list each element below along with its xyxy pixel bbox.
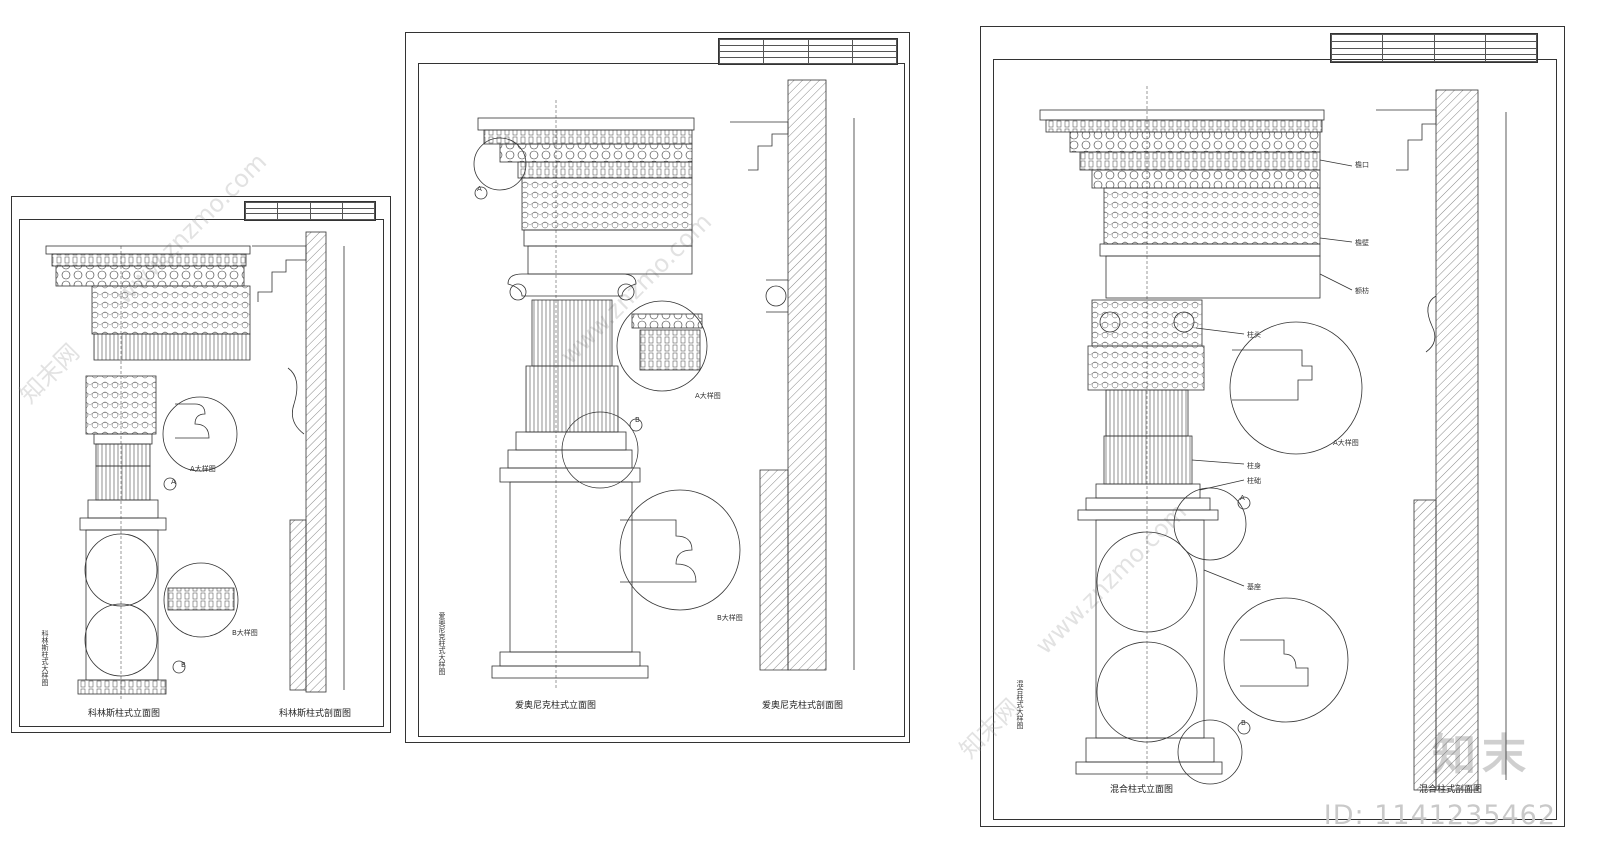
callout-frieze: 檐壁 [1355, 239, 1369, 247]
composite-section [1376, 89, 1507, 791]
corinthian-section [252, 231, 345, 693]
watermark-id: ID: 1141235462 [1323, 800, 1556, 831]
callout-base: 柱础 [1247, 477, 1261, 485]
sheet-frame [418, 63, 905, 737]
corinthian-details [162, 396, 239, 674]
ionic-elevation [477, 100, 695, 690]
marker-a: A [477, 185, 482, 193]
elevation-caption: 科林斯柱式立面图 [88, 709, 161, 719]
marker-b: B [635, 416, 640, 424]
composite-elevation [1039, 86, 1325, 780]
detail-label-a: A大样图 [1333, 439, 1359, 447]
callout-pedestal: 基座 [1247, 583, 1261, 591]
callout-capital: 柱头 [1247, 331, 1261, 339]
detail-label-a: A大样图 [695, 392, 721, 400]
title-block [244, 201, 376, 221]
composite-details [1173, 321, 1363, 785]
ionic-details [473, 137, 741, 611]
section-caption: 爱奥尼克柱式剖面图 [762, 701, 844, 711]
callout-cornice: 檐口 [1355, 161, 1369, 169]
elevation-caption: 混合柱式立面图 [1110, 785, 1174, 795]
sheet-frame [19, 219, 384, 727]
title-block [718, 38, 898, 65]
callout-shaft: 柱身 [1247, 462, 1261, 470]
marker-b: B [181, 661, 186, 669]
marker-a: A [1240, 494, 1245, 502]
detail-label-b: B大样图 [232, 629, 258, 637]
callout-architrave: 额枋 [1355, 287, 1369, 295]
marker-a: A [171, 478, 176, 486]
marker-b: B [1241, 719, 1246, 727]
section-caption: 科林斯柱式剖面图 [279, 709, 352, 719]
detail-label-b: B大样图 [717, 614, 743, 622]
ionic-section [730, 79, 855, 671]
detail-label-a: A大样图 [190, 465, 216, 473]
side-title-label: 混合柱式大样图 [1016, 680, 1024, 729]
title-block [1330, 33, 1538, 63]
side-title-label: 科林斯柱式大样图 [41, 630, 49, 686]
sheet-frame [993, 59, 1557, 820]
side-title-label: 爱奥尼克柱式大样图 [438, 612, 446, 675]
corinthian-elevation [45, 245, 251, 700]
elevation-caption: 爱奥尼克柱式立面图 [515, 701, 597, 711]
